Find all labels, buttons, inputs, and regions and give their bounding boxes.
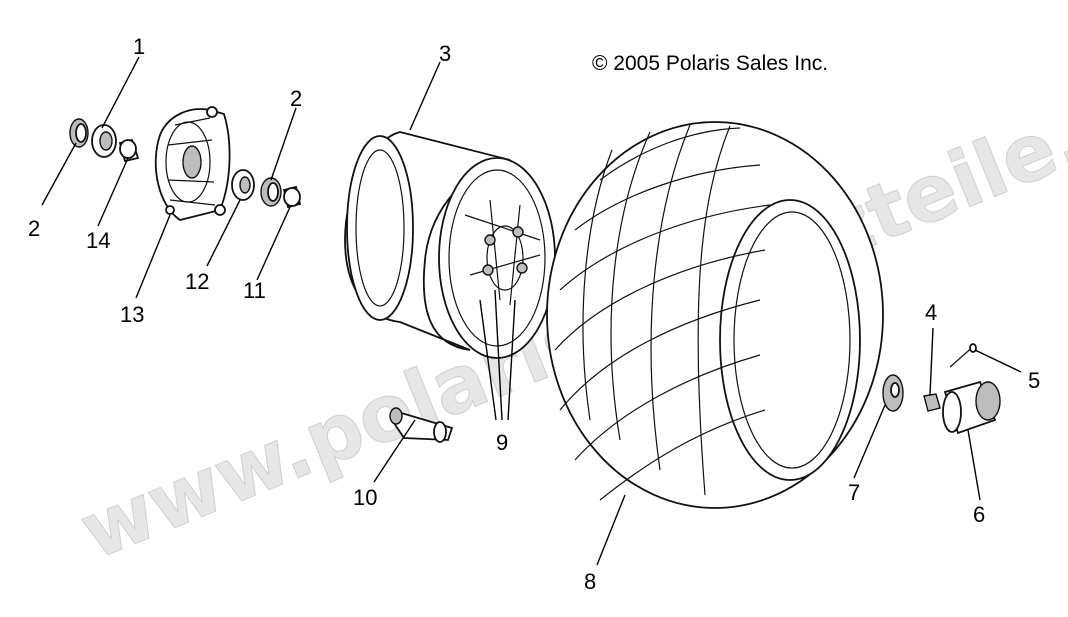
tire-part [546,121,884,509]
callout-6: 6 [973,502,985,527]
leader-lines [41,56,1022,566]
callout-12: 12 [185,269,209,294]
cotter-pin-part [949,343,977,368]
tire-tread-pattern [554,124,771,501]
nut-part [923,393,941,412]
callout-1: 1 [133,34,145,59]
callout-14: 14 [86,228,110,253]
spacer-part [118,138,140,163]
spacer-right-part [282,185,302,209]
callout-13: 13 [120,302,144,327]
callout-2-right: 2 [290,86,302,111]
copyright-text: © 2005 Polaris Sales Inc. [592,52,828,75]
callout-8: 8 [584,569,596,594]
seal-right-part [260,177,282,207]
bearing-left-part [91,124,117,158]
callout-10: 10 [353,485,377,510]
callout-5: 5 [1028,368,1040,393]
hub-part [154,106,231,221]
callout-3: 3 [439,41,451,66]
callout-4: 4 [925,300,937,325]
callout-9: 9 [496,430,508,455]
cap-part [942,380,1001,435]
washer-part [882,374,904,412]
callout-2-left: 2 [28,216,40,241]
bearing-right-part [231,169,255,201]
callout-11: 11 [243,278,266,303]
seal-left-part [69,118,89,148]
wheel-rim-part [344,131,556,359]
callout-7: 7 [848,480,860,505]
